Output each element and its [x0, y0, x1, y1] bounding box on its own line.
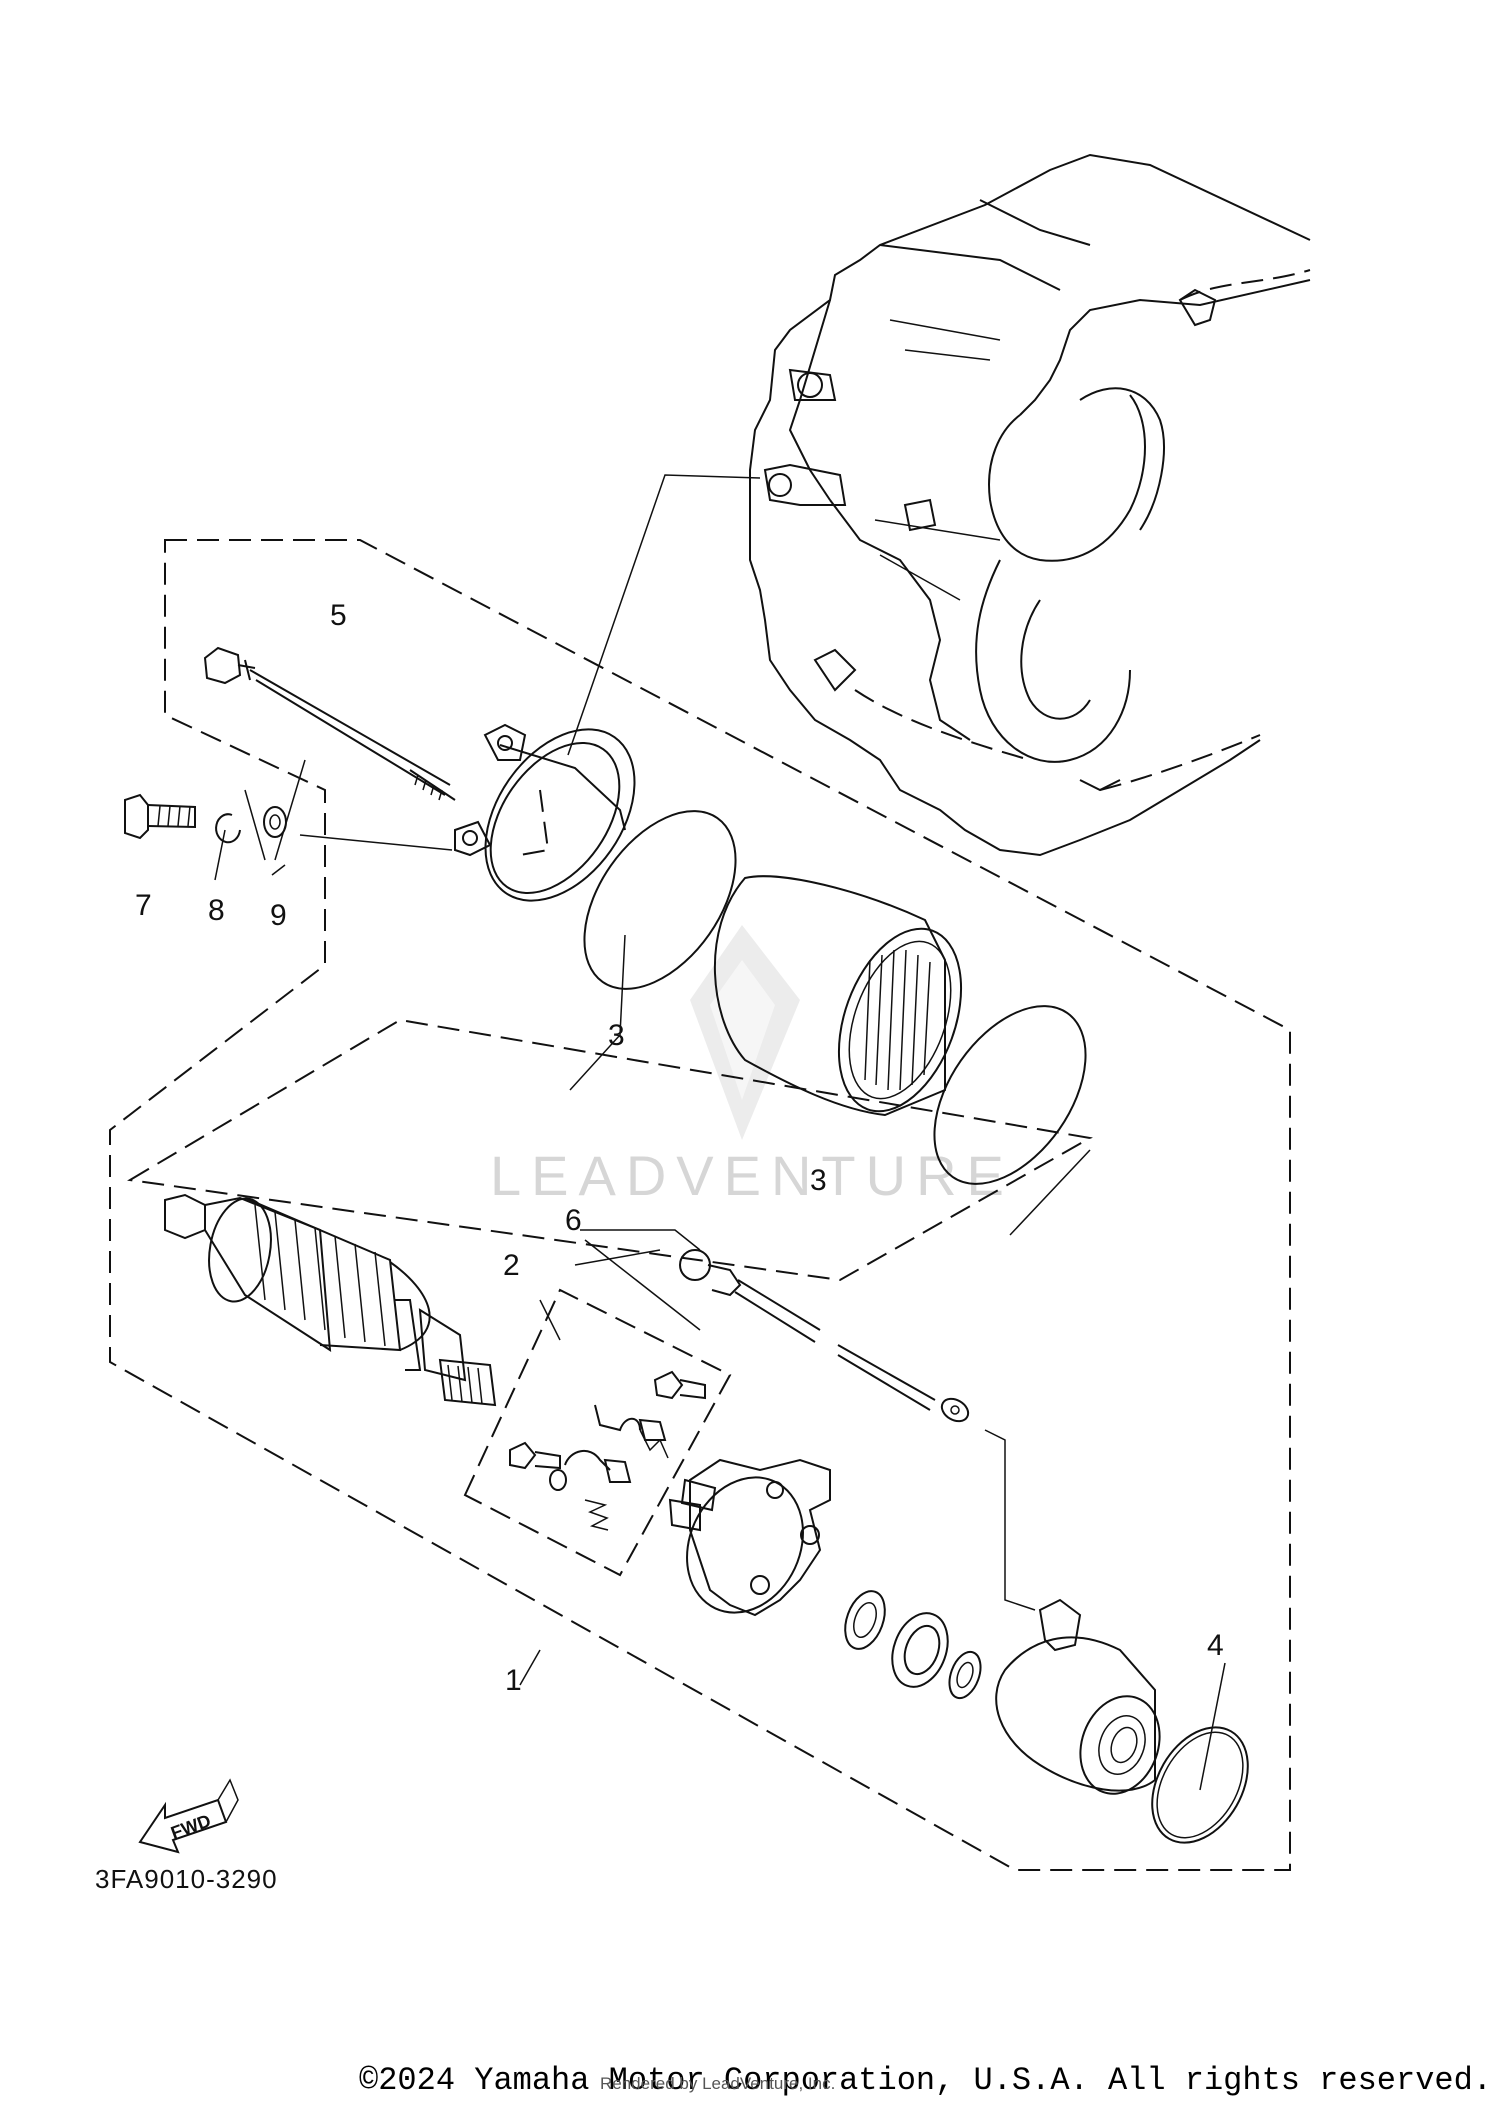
- diagram-code: 3FA9010-3290: [95, 1864, 278, 1894]
- armature: [164, 1193, 497, 1407]
- callout-2: 2: [503, 1249, 520, 1282]
- small-hardware: [124, 793, 287, 844]
- callout-4: 4: [1207, 1629, 1224, 1662]
- copyright-notice: ©2024 Yamaha Motor Corporation, U.S.A. A…: [359, 2062, 1492, 2099]
- leader-lines: [214, 474, 1226, 1791]
- callout-9: 9: [270, 899, 287, 932]
- o-rings: [583, 810, 1249, 1844]
- washers-bearing: [844, 1590, 982, 1700]
- terminal-lead: [679, 1249, 970, 1423]
- front-end-cover: [454, 723, 636, 902]
- brush-set-boundary: [463, 1288, 732, 1577]
- starter-assembly-boundary: [109, 539, 1291, 1871]
- brush-holder: [668, 1458, 831, 1617]
- callout-3a: 3: [608, 1019, 625, 1052]
- crankcase-outline: [749, 153, 1311, 857]
- callout-1: 1: [505, 1664, 522, 1697]
- callout-7: 7: [135, 889, 152, 922]
- watermark-text: LEADVENTURE: [490, 1144, 1014, 1207]
- rendered-by-notice: Rendered by LeadVenture, Inc.: [600, 2074, 836, 2093]
- callout-5: 5: [330, 599, 347, 632]
- rear-end-cover: [995, 1598, 1161, 1795]
- callout-3b: 3: [810, 1164, 827, 1197]
- yoke-housing: [713, 875, 963, 1117]
- armature-kit-boundary: [127, 1018, 1093, 1282]
- brush-set: [509, 1370, 706, 1531]
- callout-8: 8: [208, 894, 225, 927]
- fwd-arrow: FWD: [138, 1778, 239, 1854]
- through-bolts: [203, 646, 456, 801]
- callout-numbers: 5 7 8 9 3 3 6 2 4 1: [135, 599, 1224, 1697]
- callout-6: 6: [565, 1204, 582, 1237]
- watermark: LEADVENTURE: [490, 925, 1014, 1207]
